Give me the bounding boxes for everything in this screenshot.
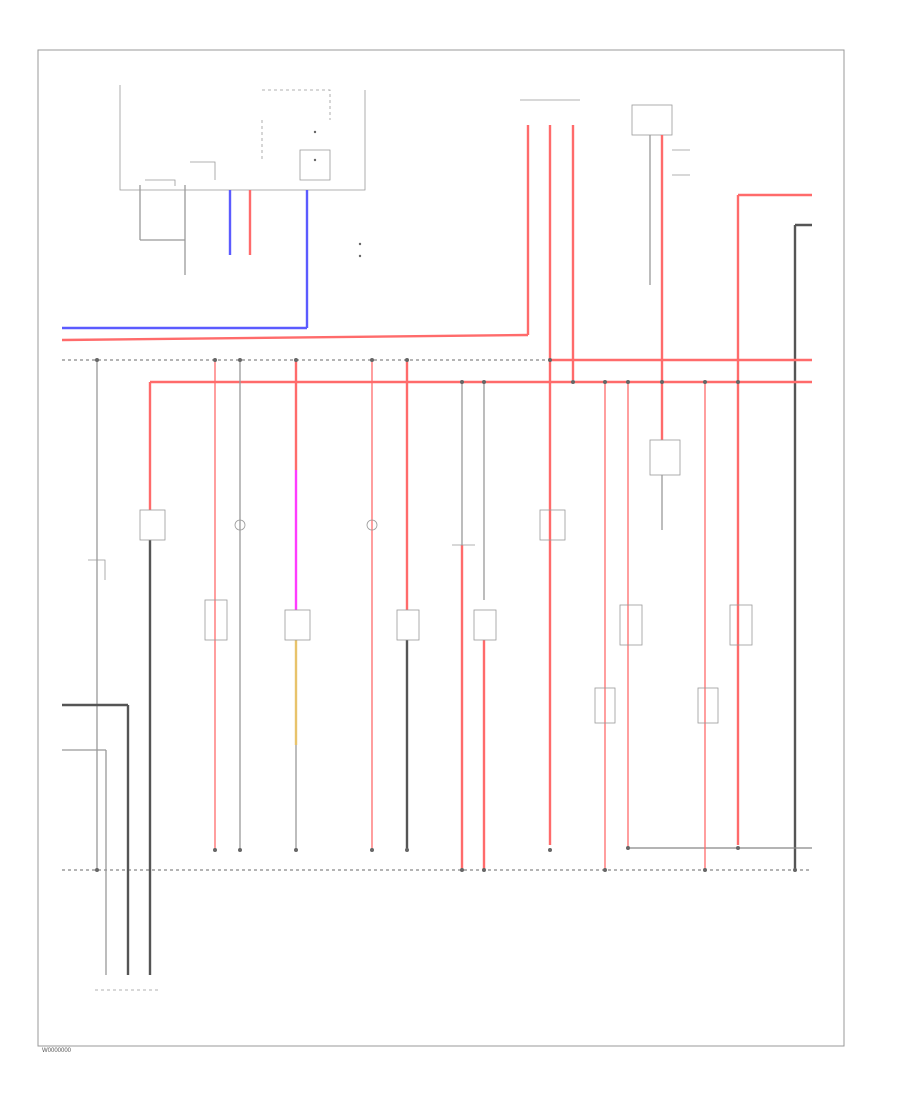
legend-marks [358,242,362,258]
right-red-bus [736,193,812,870]
diagram-border [37,49,845,1047]
top-center-module [61,99,580,845]
junction-dots [95,358,797,872]
top-right-module [631,104,690,530]
footer-code: W0000000 [42,1048,72,1054]
bottom-left-connector [62,703,160,991]
components [88,509,753,724]
branch-wires [96,360,706,975]
main-busbars [62,358,812,871]
fuse-relay-box [119,85,366,191]
fuse-box-outputs [62,185,309,330]
